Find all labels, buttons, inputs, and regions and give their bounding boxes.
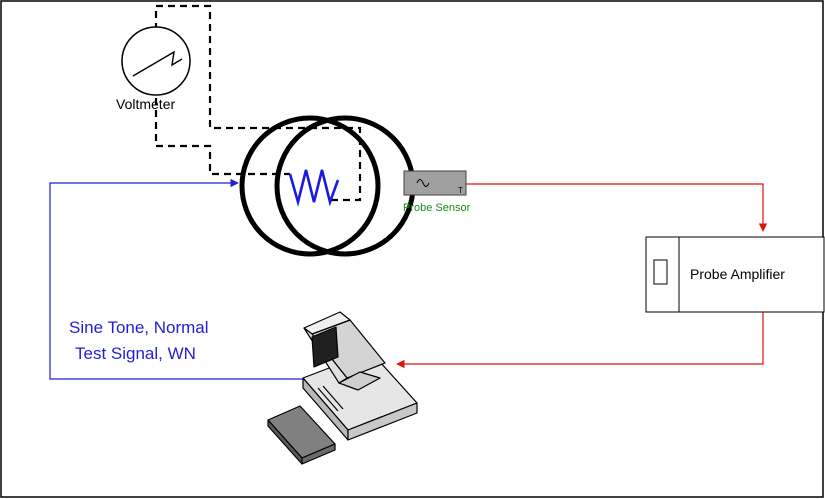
probe-amplifier-label: Probe Amplifier [690, 266, 785, 282]
computer-icon [302, 311, 418, 441]
keyboard-icon [267, 405, 336, 465]
signal-label-line1: Sine Tone, Normal [69, 318, 209, 337]
probe-sensor-label: Probe Sensor [403, 202, 471, 214]
signal-wire [49, 178, 306, 380]
voltmeter-wiring [154, 4, 362, 202]
sensor-to-amplifier-wire [466, 183, 768, 232]
probe-sensor-icon [403, 170, 467, 196]
signal-label-line2: Test Signal, WN [75, 344, 196, 363]
voltmeter-icon [121, 26, 191, 96]
probe-amplifier-icon [645, 236, 825, 313]
voltmeter-label: Voltmeter [116, 96, 175, 112]
coil-zigzag [288, 169, 340, 208]
probe-sensor-terminal: T [458, 186, 463, 195]
amplifier-to-computer-wire [396, 312, 764, 369]
